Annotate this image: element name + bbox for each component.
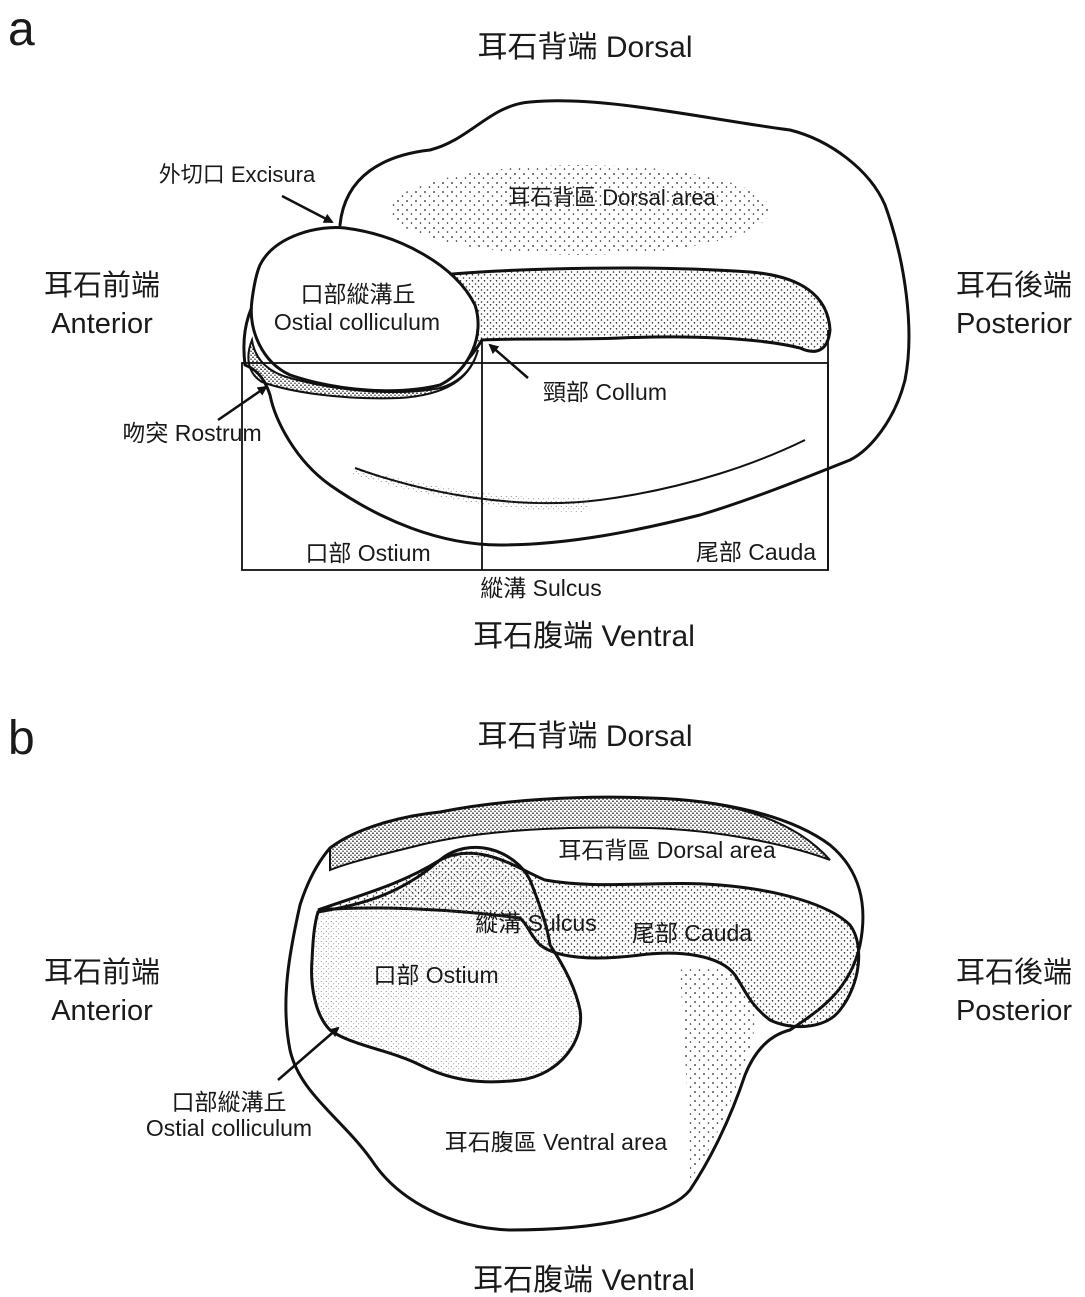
panel-a-ventral-inner-line xyxy=(354,439,806,505)
panel-a-rostrum-label: 吻突 Rostrum xyxy=(122,420,261,446)
panel-a-excisura-label: 外切口 Excisura xyxy=(159,162,316,187)
panel-a-dorsal-area-stipple xyxy=(390,165,770,255)
panel-a-rostrum-arrow xyxy=(217,385,268,422)
panel-a-ostial-colliculum-en: Ostial colliculum xyxy=(274,309,440,335)
panel-a-letter: a xyxy=(8,3,35,56)
panel-a-ventral-stipple xyxy=(352,468,590,512)
panel-b-cauda-label: 尾部 Cauda xyxy=(632,920,752,946)
panel-b-dorsal-area-stipple xyxy=(329,796,831,872)
panel-a-rostrum-edge xyxy=(247,336,479,400)
panel-b-posterior-zh: 耳石後端 xyxy=(956,956,1072,989)
panel-a-anterior-en: Anterior xyxy=(51,308,153,340)
panel-b-posterior-en: Posterior xyxy=(956,995,1072,1027)
panel-b-letter: b xyxy=(8,712,35,765)
panel-b-sulcus-label: 縱溝 Sulcus xyxy=(475,910,596,936)
panel-a-ostium-label: 口部 Ostium xyxy=(305,540,430,566)
panel-b-anterior-zh: 耳石前端 xyxy=(44,956,160,989)
panel-a-ostial-colliculum-zh: 口部縱溝丘 xyxy=(301,281,416,307)
panel-a-sulcus-label: 縱溝 Sulcus xyxy=(480,575,601,601)
panel-b-ventral-area-label: 耳石腹區 Ventral area xyxy=(445,1129,668,1155)
panel-a-posterior-en: Posterior xyxy=(956,308,1072,340)
panel-b-ostial-colliculum-zh: 口部縱溝丘 xyxy=(172,1089,287,1115)
panel-b-ostium-shape xyxy=(310,845,583,1084)
panel-a-anterior-zh: 耳石前端 xyxy=(44,269,160,302)
panel-a-collum-arrow xyxy=(488,343,529,379)
panel-b-ostial-colliculum-arrow xyxy=(277,1026,340,1081)
panel-a-posterior-zh: 耳石後端 xyxy=(956,269,1072,302)
panel-b-dorsal-area-label: 耳石背區 Dorsal area xyxy=(558,837,775,863)
panel-a-ventral-label: 耳石腹端 Ventral xyxy=(473,620,695,653)
panel-b-ostial-colliculum-en: Ostial colliculum xyxy=(146,1115,312,1141)
panel-b-ostium-label: 口部 Ostium xyxy=(373,962,498,988)
panel-a: a 耳石背端 Dorsal 外切口 Excisura 耳石背區 Dorsal a… xyxy=(8,3,1072,653)
panel-a-dorsal-label: 耳石背端 Dorsal xyxy=(477,31,692,64)
panel-b-ventral-stipple xyxy=(680,966,756,1180)
panel-a-dorsal-area-label: 耳石背區 Dorsal area xyxy=(508,185,717,210)
panel-a-collum-label: 頸部 Collum xyxy=(543,379,667,405)
panel-b-anterior-en: Anterior xyxy=(51,995,153,1027)
panel-a-excisura-arrow xyxy=(281,194,334,224)
panel-a-ostial-colliculum-shape xyxy=(249,226,480,393)
panel-b: b 耳石背端 Dorsal 耳石背區 Dorsal area 縱溝 Sulcus… xyxy=(8,712,1072,1297)
panel-b-dorsal-label: 耳石背端 Dorsal xyxy=(477,720,692,753)
panel-a-cauda-label: 尾部 Cauda xyxy=(696,539,816,565)
panel-a-otolith-outline xyxy=(242,99,911,547)
panel-b-ventral-label: 耳石腹端 Ventral xyxy=(473,1264,695,1297)
